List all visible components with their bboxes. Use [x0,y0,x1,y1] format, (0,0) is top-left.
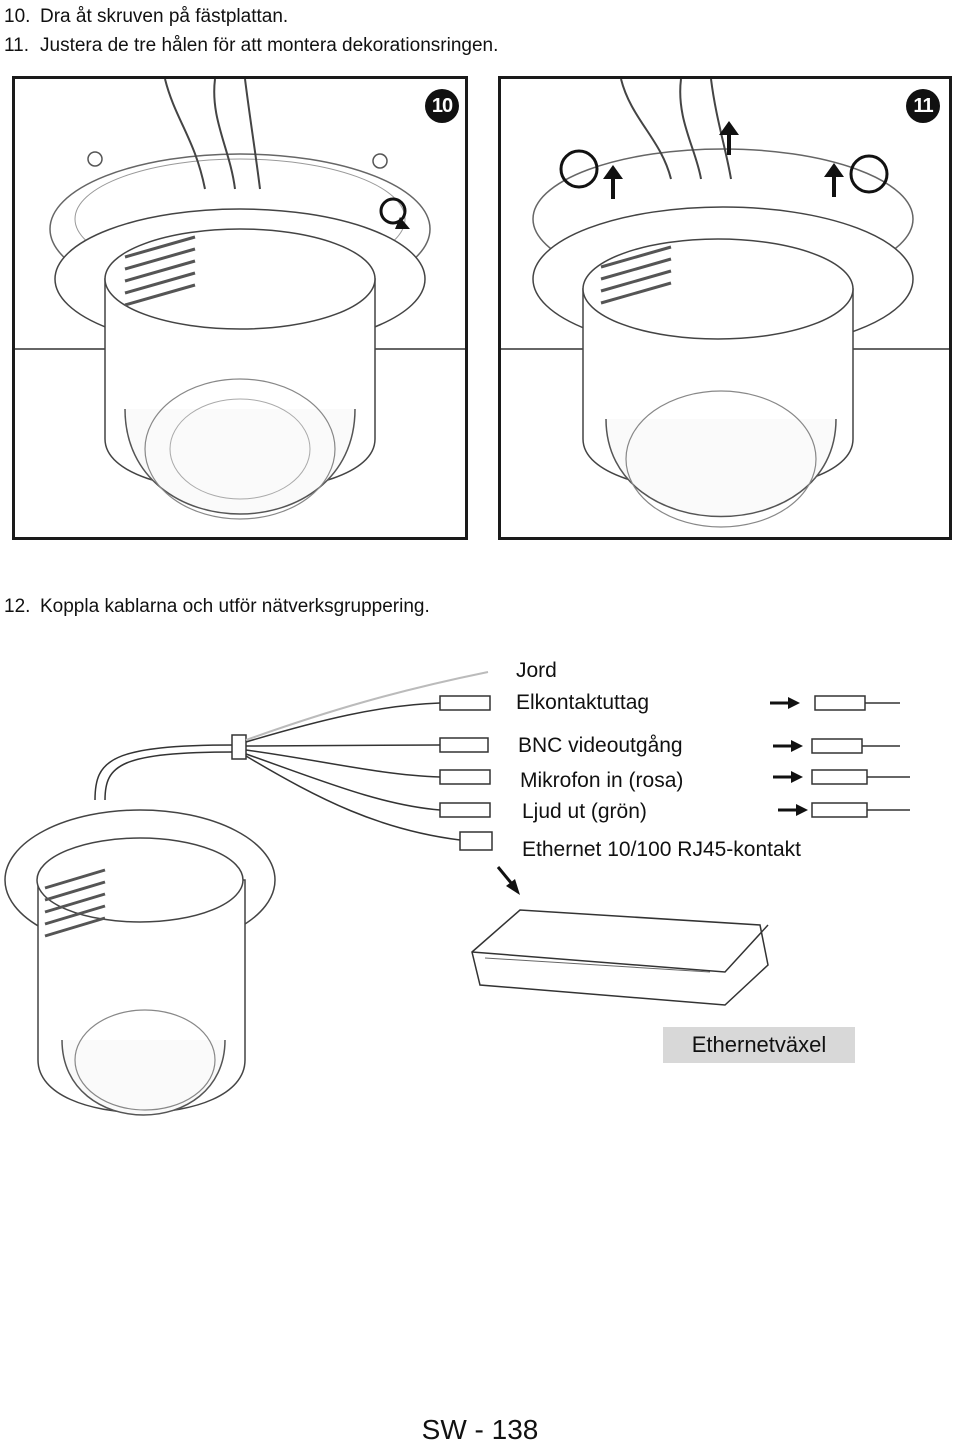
label-power: Elkontaktuttag [516,691,650,714]
camera-mount-illustration [15,79,465,520]
illustration-panel-11: 11 [498,76,952,540]
camera-mount-illustration [501,79,949,528]
step-badge: 10 [425,89,459,123]
page-number: SW - 138 [421,1414,539,1445]
illustration-panel-10: 10 [12,76,468,540]
step-number: 10. [4,6,31,27]
label-ethernet: Ethernet 10/100 RJ45-kontakt [522,838,802,861]
label-bnc: BNC videoutgång [518,734,683,757]
step-number: 11. [4,35,30,56]
step-badge: 11 [906,89,940,123]
step-11: 11. Justera de tre hålen för att montera … [4,35,498,57]
step-10: 10. Dra åt skruven på fästplattan. [4,6,288,28]
label-mic: Mikrofon in (rosa) [520,769,684,792]
step-number: 12. [4,596,31,617]
step-12: 12. Koppla kablarna och utför nätverksgru… [4,596,430,618]
step-text: Dra åt skruven på fästplattan. [40,6,289,27]
step-text: Koppla kablarna och utför nätverksgruppe… [40,596,430,617]
label-ground: Jord [516,659,557,682]
label-audio: Ljud ut (grön) [522,800,647,823]
step-text: Justera de tre hålen för att montera dek… [40,35,499,56]
switch-caption: Ethernetväxel [663,1027,855,1063]
